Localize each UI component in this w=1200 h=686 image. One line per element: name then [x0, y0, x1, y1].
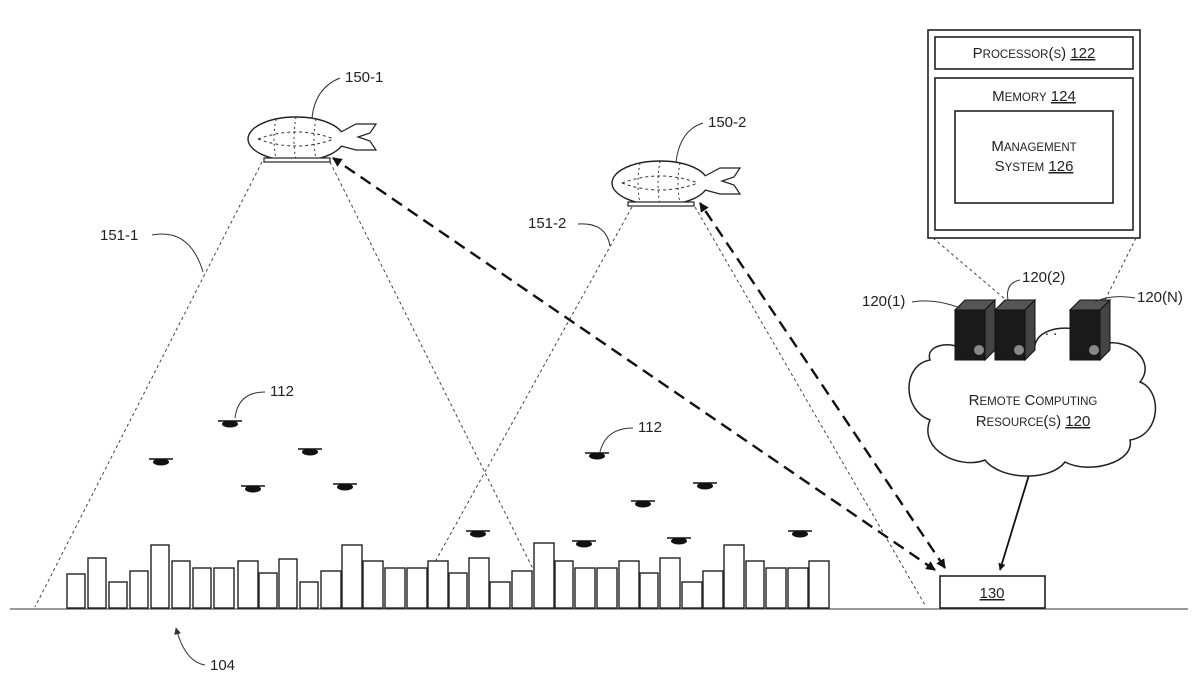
building	[745, 560, 765, 609]
uav	[788, 530, 812, 538]
label-120-2: 120(2)	[1022, 269, 1065, 286]
mgmt-line2: SYSTEM 126	[995, 158, 1074, 175]
uav	[241, 485, 265, 493]
uav	[466, 530, 490, 538]
label-112-a: 112	[270, 383, 294, 400]
building	[702, 570, 724, 609]
uav	[693, 482, 717, 490]
building	[596, 567, 618, 609]
server-2	[993, 298, 1037, 362]
building	[533, 542, 555, 609]
building	[765, 567, 787, 609]
server-n	[1068, 298, 1112, 362]
station-cloud-link	[998, 464, 1034, 571]
city-buildings	[66, 542, 830, 609]
label-150-1: 150-1	[345, 69, 383, 86]
cloud-ref: 120	[1065, 413, 1090, 430]
label-120-n: 120(N)	[1137, 289, 1183, 306]
building	[489, 581, 511, 609]
management-box	[954, 110, 1114, 204]
station-label: 130	[979, 585, 1004, 602]
building	[87, 557, 107, 609]
building	[448, 572, 468, 609]
uav	[149, 458, 173, 466]
label-150-2: 150-2	[708, 114, 746, 131]
label-151-1: 151-1	[100, 227, 138, 244]
processor-box	[934, 36, 1134, 70]
building	[320, 570, 342, 609]
airship-150-2	[611, 160, 742, 207]
server-1	[953, 298, 997, 362]
building	[511, 570, 533, 609]
mgmt-line1: MANAGEMENT	[991, 138, 1076, 155]
uav	[218, 420, 242, 428]
mgmt-ref: 126	[1048, 158, 1073, 175]
coverage-cone-2	[409, 206, 926, 608]
building	[213, 567, 235, 609]
building	[618, 560, 640, 609]
cloud-line1: REMOTE COMPUTING	[969, 392, 1098, 409]
uav	[585, 452, 609, 460]
building	[787, 567, 809, 609]
uav-fleet	[149, 420, 812, 548]
building	[278, 558, 298, 609]
processor-label: PROCESSOR(S)	[973, 45, 1067, 62]
server-system: PROCESSOR(S) 122 MEMORY 124 MANAGEMENT S…	[927, 29, 1141, 306]
building	[66, 573, 86, 609]
building	[237, 560, 259, 609]
building	[384, 567, 406, 609]
building	[192, 567, 212, 609]
building	[554, 560, 574, 609]
uav	[572, 540, 596, 548]
building	[406, 567, 428, 609]
station-130: 130	[939, 575, 1046, 609]
building	[723, 544, 745, 609]
airship-150-1	[247, 116, 378, 163]
processor-ref: 122	[1070, 45, 1095, 62]
uav	[667, 537, 691, 545]
label-151-2: 151-2	[528, 215, 566, 232]
building	[341, 544, 363, 609]
memory-label: MEMORY	[992, 88, 1047, 105]
remote-computing-cloud: REMOTE COMPUTING RESOURCE(S) 120	[908, 327, 1157, 477]
mgmt-label: SYSTEM	[995, 158, 1045, 175]
building	[362, 560, 384, 609]
memory-ref: 124	[1051, 88, 1076, 105]
processor-text: PROCESSOR(S) 122	[973, 45, 1096, 62]
cloud-label: RESOURCE(S)	[976, 413, 1061, 430]
building	[427, 560, 449, 609]
building	[299, 581, 319, 609]
server-ellipsis: . .	[1045, 322, 1058, 339]
memory-text: MEMORY 124	[992, 88, 1076, 105]
building	[258, 572, 278, 609]
comm-links	[332, 157, 1034, 571]
cloud-line2: RESOURCE(S) 120	[976, 413, 1091, 430]
building	[108, 581, 128, 609]
building	[808, 560, 830, 609]
building	[150, 544, 170, 609]
uav	[333, 483, 357, 491]
uav	[631, 500, 655, 508]
building	[681, 581, 703, 609]
building	[639, 572, 659, 609]
building	[129, 570, 149, 609]
building	[468, 557, 490, 609]
building	[659, 557, 681, 609]
label-120-1: 120(1)	[862, 293, 905, 310]
label-112-b: 112	[638, 419, 662, 436]
building	[171, 560, 191, 609]
building	[574, 567, 596, 609]
label-104: 104	[210, 657, 235, 674]
uav	[298, 448, 322, 456]
